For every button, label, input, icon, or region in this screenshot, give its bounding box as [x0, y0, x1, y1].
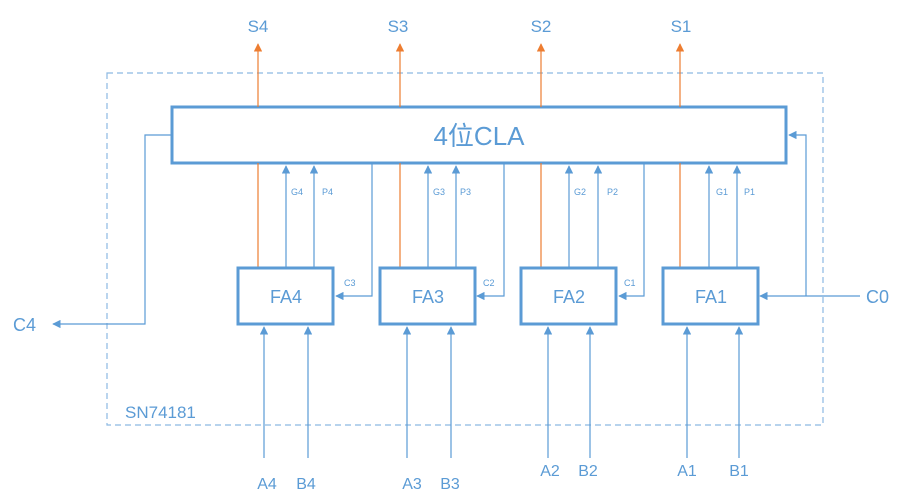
p3-label: P3	[460, 187, 471, 197]
cla-label: 4位CLA	[433, 121, 525, 151]
cla-block	[170, 105, 788, 165]
b1-label: B1	[729, 463, 749, 480]
g1-label: G1	[716, 187, 728, 197]
a1-label: A1	[677, 463, 697, 480]
a4-label: A4	[257, 476, 277, 493]
p1-label: P1	[744, 187, 755, 197]
sum-label-s3: S3	[388, 17, 409, 36]
c2-wire	[476, 163, 505, 301]
g4-label: G4	[291, 187, 303, 197]
fa4-box	[236, 266, 335, 326]
c4-output-wire	[52, 134, 172, 329]
sum-label-s4: S4	[248, 17, 269, 36]
sum-label-s2: S2	[531, 17, 552, 36]
c1-label: C1	[624, 278, 636, 288]
fa1-label: FA1	[695, 287, 727, 307]
a2-label: A2	[540, 463, 560, 480]
c4-label: C4	[13, 315, 36, 335]
fa2-label: FA2	[553, 287, 585, 307]
b3-label: B3	[440, 476, 460, 493]
fa1-box	[661, 266, 760, 326]
c3-wire	[335, 163, 373, 301]
p4-label: P4	[322, 187, 333, 197]
g2-label: G2	[574, 187, 586, 197]
fa3-label: FA3	[412, 287, 444, 307]
c0-label: C0	[866, 287, 889, 307]
c2-label: C2	[483, 278, 495, 288]
b4-label: B4	[296, 476, 316, 493]
fa4-label: FA4	[270, 287, 302, 307]
g3-label: G3	[433, 187, 445, 197]
chip-boundary	[106, 72, 824, 426]
a3-label: A3	[402, 476, 422, 493]
c1-wire	[618, 163, 645, 301]
p2-label: P2	[607, 187, 618, 197]
fa3-box	[378, 266, 477, 326]
chip-label: SN74181	[125, 403, 196, 422]
sum-label-s1: S1	[671, 17, 692, 36]
b2-label: B2	[578, 463, 598, 480]
c3-label: C3	[344, 278, 356, 288]
fa2-box	[519, 266, 618, 326]
c0-to-cla-wire	[788, 130, 807, 296]
